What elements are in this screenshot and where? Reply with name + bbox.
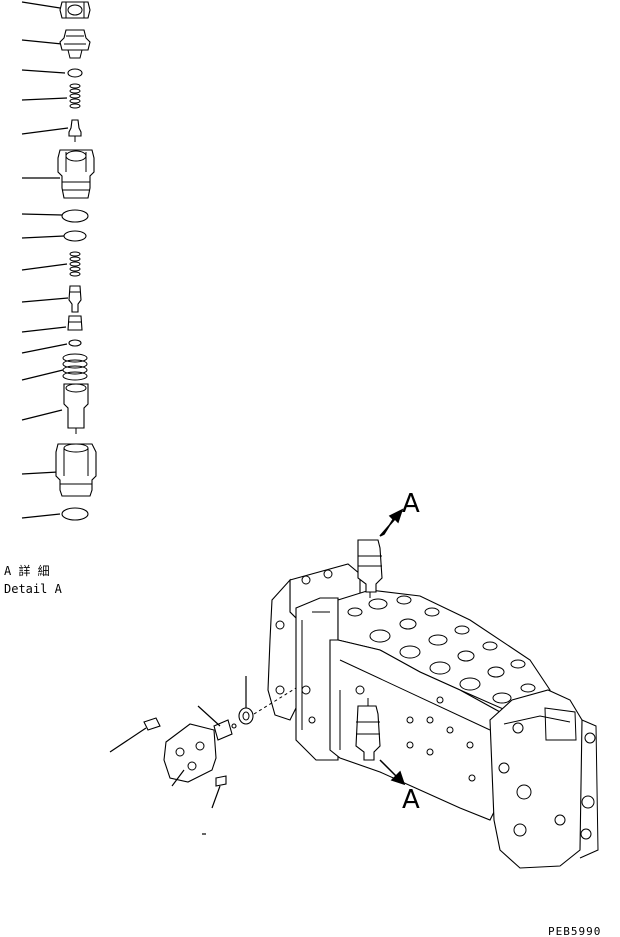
view-arrow-top: A <box>379 489 420 537</box>
relief-valve-top <box>357 539 383 598</box>
spring-part <box>69 251 81 277</box>
collar-part <box>238 676 254 725</box>
drawing-code: PEB5990 <box>548 925 601 937</box>
large-oring-part <box>61 209 89 223</box>
control-valve-assembly <box>267 563 599 869</box>
piston-part <box>68 285 82 313</box>
valve-body-part <box>57 149 95 199</box>
poppet-part <box>68 119 82 142</box>
coil-spring-part <box>62 353 88 381</box>
small-oring-part <box>67 68 83 78</box>
screw-part <box>211 775 227 809</box>
detail-title-jp: A 詳 細 <box>4 563 50 578</box>
adjust-screw-part <box>59 29 91 59</box>
exploded-parts <box>55 1 97 521</box>
view-arrow-bottom: A <box>379 759 420 815</box>
view-arrow-top-label: A <box>402 489 420 519</box>
plug-body-part <box>55 443 97 497</box>
side-cover-exploded <box>109 676 297 835</box>
side-cover-part <box>163 723 217 787</box>
leader-lines <box>21 1 69 519</box>
relief-valve-bottom <box>355 698 381 761</box>
fitting-part <box>197 705 237 741</box>
view-arrow-bottom-label: A <box>402 785 420 815</box>
small-spring-part <box>69 83 81 109</box>
small-sleeve-part <box>67 315 83 331</box>
ring-part <box>68 339 82 347</box>
backup-ring-part <box>63 230 87 242</box>
sleeve-part <box>63 383 89 434</box>
bolt-part <box>109 717 161 753</box>
detail-title-en: Detail A <box>4 582 63 596</box>
bottom-oring-part <box>61 507 89 521</box>
cap-nut-part <box>59 1 91 19</box>
